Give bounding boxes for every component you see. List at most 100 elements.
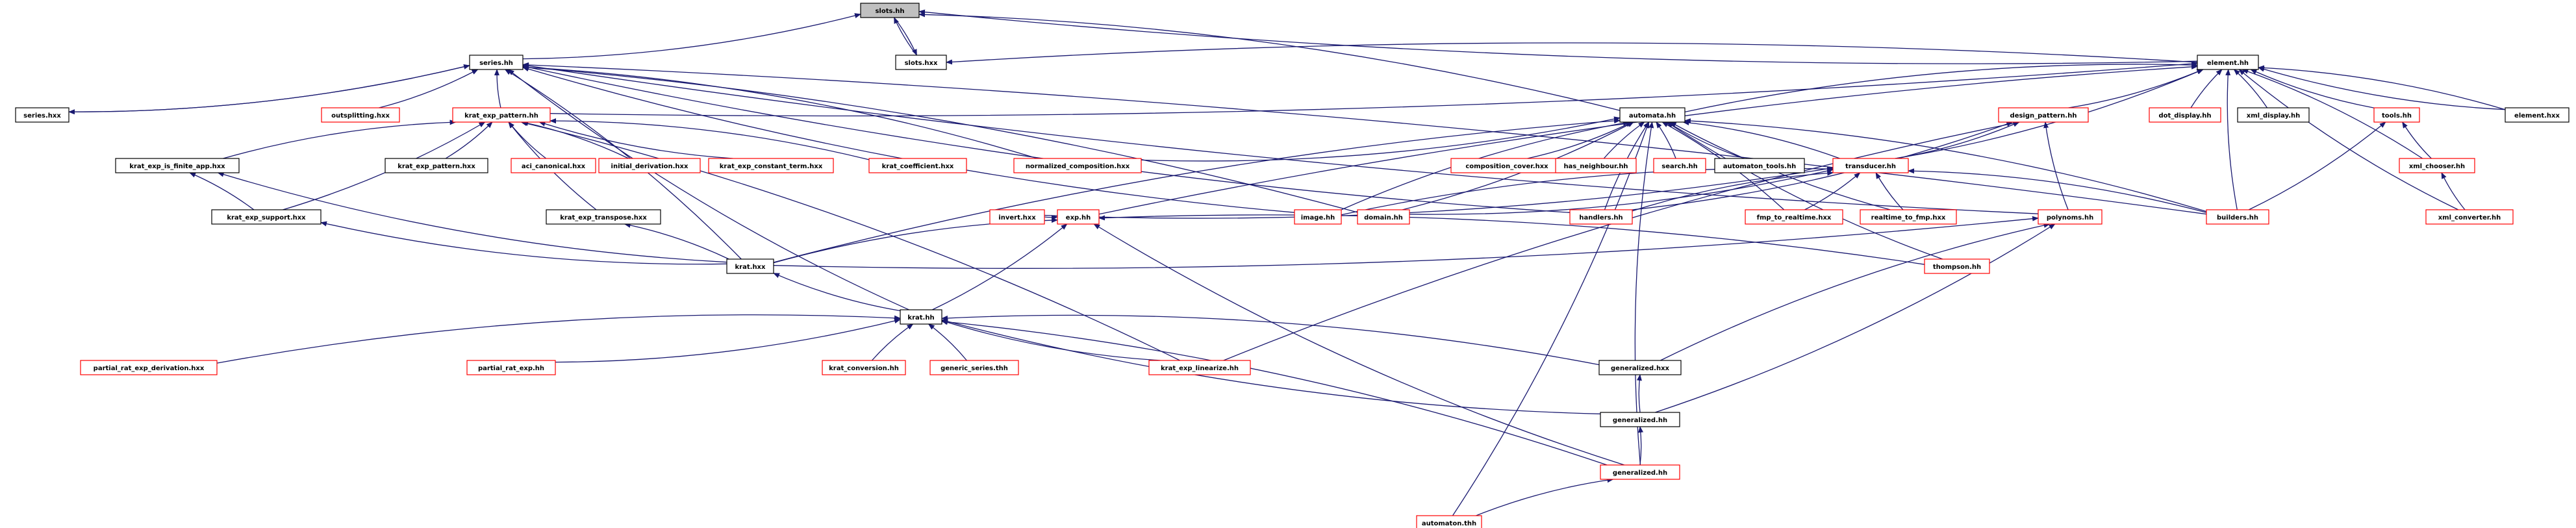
node-box bbox=[1416, 515, 1482, 528]
node-dot-display-hh[interactable]: dot_display.hh bbox=[2149, 107, 2221, 123]
edge-generalized_hxx-to-krat_hh bbox=[941, 314, 1600, 366]
edge-krat_hh-to-krat_hxx bbox=[773, 273, 901, 312]
node-krat-hh[interactable]: krat.hh bbox=[900, 309, 942, 325]
node-domain-hh[interactable]: domain.hh bbox=[1357, 209, 1410, 225]
edge-element_hxx-to-element_hh bbox=[2258, 66, 2506, 110]
node-generalized-hh-1[interactable]: generalized.hh bbox=[1600, 412, 1680, 427]
node-label: realtime_to_fmp.hxx bbox=[1871, 214, 1946, 221]
node-label: element.hxx bbox=[2514, 112, 2560, 119]
node-series-hxx[interactable]: series.hxx bbox=[15, 107, 69, 123]
edge-invert_hxx-to-exp_hh bbox=[1044, 215, 1058, 221]
node-design-pattern-hh[interactable]: design_pattern.hh bbox=[1998, 107, 2089, 123]
edge-krat_hxx-to-series_hh bbox=[504, 69, 742, 260]
node-invert-hxx[interactable]: invert.hxx bbox=[989, 209, 1045, 225]
node-box bbox=[1998, 107, 2089, 123]
edge-automaton_thh-to-automata_hh bbox=[1452, 121, 1650, 516]
edge-builders_hh-to-tools_hh bbox=[2248, 121, 2386, 210]
node-element-hxx[interactable]: element.hxx bbox=[2505, 107, 2570, 123]
edge-generalized_hh_2-to-krat_hh bbox=[941, 319, 1608, 466]
edge-krat_hh-to-series_hh bbox=[507, 69, 909, 310]
node-box bbox=[1600, 412, 1680, 427]
node-krat-exp-pattern-hxx[interactable]: krat_exp_pattern.hxx bbox=[385, 158, 488, 173]
node-box bbox=[2425, 209, 2514, 225]
node-generic-series-thh[interactable]: generic_series.thh bbox=[929, 360, 1019, 375]
node-fmp-to-realtime-hxx[interactable]: fmp_to_realtime.hxx bbox=[1745, 209, 1843, 225]
node-automata-hh[interactable]: automata.hh bbox=[1619, 107, 1686, 123]
node-tools-hh[interactable]: tools.hh bbox=[2373, 107, 2420, 123]
node-automaton-tools-hh[interactable]: automaton_tools.hh bbox=[1714, 158, 1805, 173]
node-label: aci_canonical.hxx bbox=[522, 163, 586, 170]
node-box bbox=[469, 55, 524, 70]
node-box bbox=[466, 360, 556, 375]
node-transducer-hh[interactable]: transducer.hh bbox=[1832, 158, 1909, 173]
node-krat-hxx[interactable]: krat.hxx bbox=[726, 258, 774, 274]
node-label: slots.hh bbox=[875, 8, 904, 15]
edge-automata_hh-to-element_hh bbox=[1684, 62, 2198, 113]
node-box bbox=[321, 107, 400, 123]
node-box bbox=[1860, 209, 1957, 225]
edge-generalized_hxx-to-polynoms_hh bbox=[1660, 223, 2051, 361]
edge-krat_hxx-to-krat_exp_is_finite_app_hxx bbox=[217, 171, 727, 263]
node-thompson-hh[interactable]: thompson.hh bbox=[1924, 258, 1990, 274]
node-partial-rat-exp-derivation-hxx[interactable]: partial_rat_exp_derivation.hxx bbox=[80, 360, 218, 375]
edge-composition_cover_hxx-to-automata_hh bbox=[1527, 121, 1633, 159]
node-krat-exp-is-finite-app-hxx[interactable]: krat_exp_is_finite_app.hxx bbox=[115, 158, 240, 173]
node-generalized-hxx[interactable]: generalized.hxx bbox=[1598, 360, 1682, 375]
node-automaton-thh[interactable]: automaton.thh bbox=[1416, 515, 1482, 528]
node-label: outsplitting.hxx bbox=[331, 112, 390, 119]
edge-krat_exp_constant_term_hxx-to-krat_exp_pattern_hh bbox=[538, 121, 733, 159]
node-box bbox=[868, 158, 967, 173]
node-krat-exp-support-hxx[interactable]: krat_exp_support.hxx bbox=[211, 209, 322, 225]
node-xml-converter-hh[interactable]: xml_converter.hh bbox=[2425, 209, 2514, 225]
node-krat-conversion-hh[interactable]: krat_conversion.hh bbox=[822, 360, 906, 375]
node-has-neighbour-hh[interactable]: has_neighbour.hh bbox=[1555, 158, 1637, 173]
node-image-hh[interactable]: image.hh bbox=[1294, 209, 1342, 225]
node-box bbox=[2206, 209, 2269, 225]
node-exp-hh[interactable]: exp.hh bbox=[1057, 209, 1100, 225]
node-realtime-to-fmp-hxx[interactable]: realtime_to_fmp.hxx bbox=[1860, 209, 1957, 225]
node-xml-chooser-hh[interactable]: xml_chooser.hh bbox=[2399, 158, 2475, 173]
edge-krat_hh-to-exp_hh bbox=[932, 223, 1068, 310]
node-composition-cover-hxx[interactable]: composition_cover.hxx bbox=[1450, 158, 1563, 173]
edge-partial_rat_exp_derivation_hxx-to-krat_hh bbox=[216, 314, 901, 364]
node-generalized-hh-2[interactable]: generalized.hh bbox=[1600, 464, 1680, 480]
node-builders-hh[interactable]: builders.hh bbox=[2206, 209, 2269, 225]
node-initial-derivation-hxx[interactable]: initial_derivation.hxx bbox=[598, 158, 701, 173]
node-series-hh[interactable]: series.hh bbox=[469, 55, 524, 70]
node-element-hh[interactable]: element.hh bbox=[2197, 55, 2259, 70]
node-krat-exp-constant-term-hxx[interactable]: krat_exp_constant_term.hxx bbox=[708, 158, 834, 173]
node-box bbox=[1555, 158, 1637, 173]
edge-krat_exp_pattern_hh-to-element_hh bbox=[549, 61, 2198, 117]
node-box bbox=[511, 158, 596, 173]
node-label: domain.hh bbox=[1364, 214, 1403, 221]
node-slots-hh[interactable]: slots.hh bbox=[860, 3, 920, 18]
node-slots-hxx[interactable]: slots.hxx bbox=[895, 55, 947, 70]
edge-domain_hh-to-transducer_hh bbox=[1409, 168, 1834, 215]
node-label: transducer.hh bbox=[1845, 163, 1896, 170]
node-aci-canonical-hxx[interactable]: aci_canonical.hxx bbox=[511, 158, 596, 173]
node-normalized-composition-hxx[interactable]: normalized_composition.hxx bbox=[1013, 158, 1142, 173]
node-search-hh[interactable]: search.hh bbox=[1653, 158, 1706, 173]
edge-series_hxx-to-series_hh bbox=[68, 64, 470, 112]
node-box bbox=[80, 360, 218, 375]
node-krat-coefficient-hxx[interactable]: krat_coefficient.hxx bbox=[868, 158, 967, 173]
edge-invert_hxx-to-transducer_hh bbox=[1044, 166, 1834, 219]
node-krat-exp-transpose-hxx[interactable]: krat_exp_transpose.hxx bbox=[546, 209, 661, 225]
edge-element_hh-to-slots_hxx bbox=[946, 42, 2198, 65]
node-label: thompson.hh bbox=[1933, 264, 1981, 271]
node-polynoms-hh[interactable]: polynoms.hh bbox=[2038, 209, 2102, 225]
node-krat-exp-pattern-hh[interactable]: krat_exp_pattern.hh bbox=[452, 107, 551, 123]
node-label: krat_exp_pattern.hxx bbox=[398, 163, 475, 170]
node-krat-exp-linearize-hh[interactable]: krat_exp_linearize.hh bbox=[1148, 360, 1251, 375]
node-outsplitting-hxx[interactable]: outsplitting.hxx bbox=[321, 107, 400, 123]
node-label: generalized.hh bbox=[1613, 417, 1667, 424]
node-box bbox=[546, 209, 661, 225]
edge-series_hh-to-series_hxx bbox=[68, 65, 470, 115]
edge-xml_display_hh-to-element_hh bbox=[2233, 69, 2268, 108]
node-label: krat_exp_pattern.hh bbox=[464, 112, 538, 119]
node-handlers-hh[interactable]: handlers.hh bbox=[1569, 209, 1633, 225]
edge-krat_exp_linearize_hh-to-krat_exp_pattern_hh bbox=[520, 121, 1180, 361]
node-box bbox=[2505, 107, 2570, 123]
node-xml-display-hh[interactable]: xml_display.hh bbox=[2237, 107, 2310, 123]
node-partial-rat-exp-hh[interactable]: partial_rat_exp.hh bbox=[466, 360, 556, 375]
